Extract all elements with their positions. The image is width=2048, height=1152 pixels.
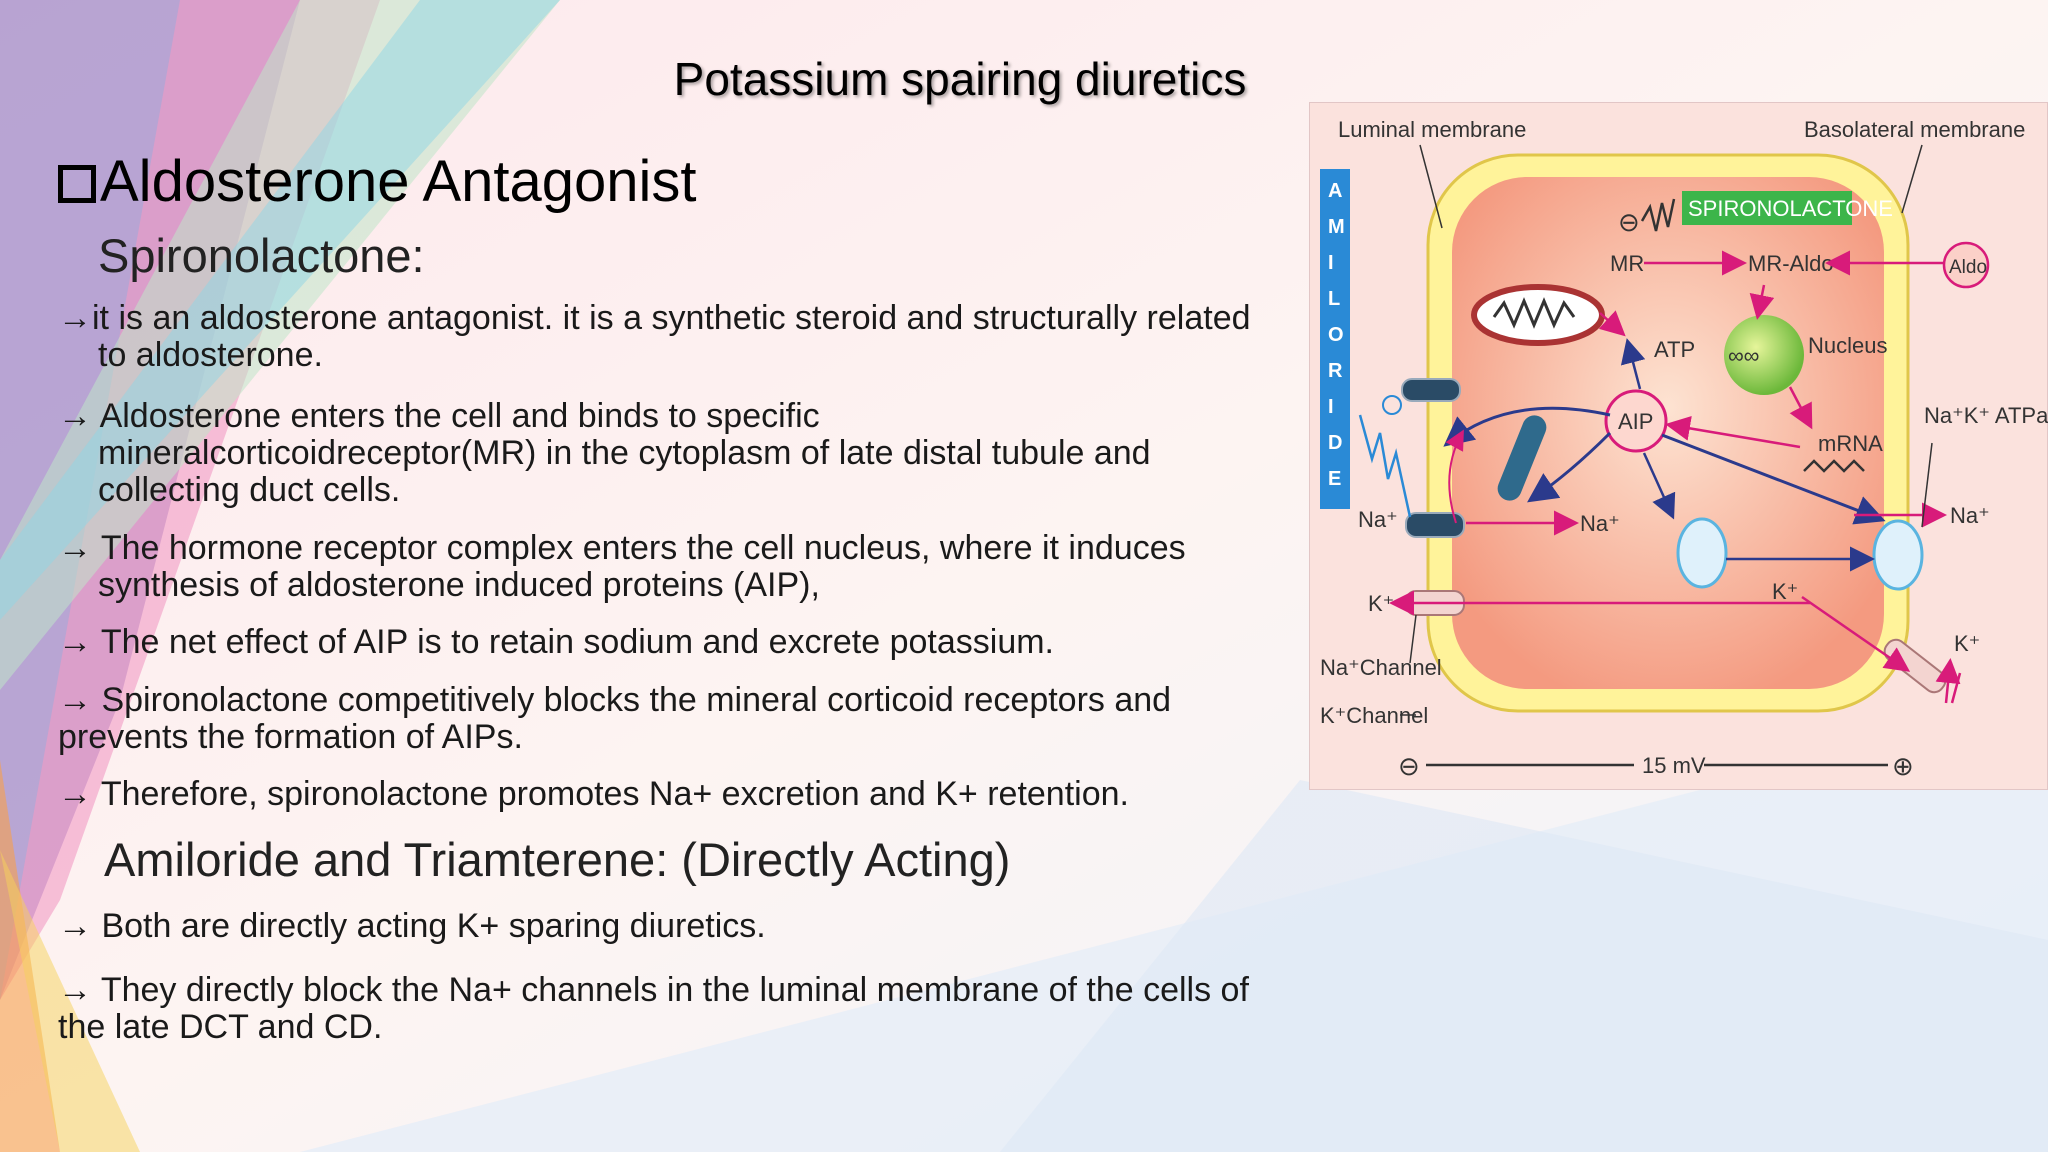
- voltage-label: 15 mV: [1642, 753, 1706, 778]
- amiloride-letter: I: [1328, 252, 1334, 274]
- bullet-text: Aldosterone enters the cell and binds to…: [92, 397, 820, 435]
- arrow-bullet-icon: →: [58, 907, 92, 945]
- bullet-text-continued: synthesis of aldosterone induced protein…: [98, 566, 820, 604]
- bullet-text-continued: the late DCT and CD.: [58, 1008, 383, 1046]
- aldo-circle: [1942, 241, 1990, 289]
- slide-title: Potassium spairing diuretics: [673, 53, 1247, 105]
- atpase-label: Na⁺K⁺ ATPase: [1924, 403, 2048, 428]
- bullet-text: Spironolactone competitively blocks the …: [92, 681, 1172, 719]
- pump-center: [1676, 517, 1728, 589]
- amiloride-letter: I: [1328, 396, 1334, 418]
- subheading-spironolactone: Spironolactone:: [98, 229, 425, 282]
- bullets2-item: → Both are directly acting K+ sparing di…: [58, 908, 1308, 945]
- arrow-bullet-icon: →: [58, 971, 92, 1009]
- bullets-item: → Therefore, spironolactone promotes Na+…: [58, 776, 1308, 813]
- spironolactone-box: [1682, 191, 1852, 225]
- bullet-text-continued: prevents the formation of AIPs.: [58, 718, 523, 756]
- amiloride-letter: L: [1328, 288, 1340, 310]
- spironolactone-label: SPIRONOLACTONE: [1688, 196, 1893, 221]
- bullet-text-continued: collecting duct cells.: [98, 471, 401, 509]
- bullets-item: →it is an aldosterone antagonist. it is …: [58, 300, 1308, 374]
- amiloride-letter: R: [1328, 360, 1343, 382]
- na-cell-label: Na⁺: [1580, 511, 1620, 536]
- section-heading: Aldosterone Antagonist: [58, 148, 697, 215]
- tilted-channel: [1497, 415, 1547, 501]
- bullet-text: The hormone receptor complex enters the …: [92, 529, 1186, 567]
- na-right-label: Na⁺: [1950, 503, 1990, 528]
- arrow-bullet-icon: →: [58, 529, 92, 567]
- amiloride-letter: E: [1328, 468, 1341, 490]
- mr-aldo-label: MR-Aldo: [1748, 251, 1834, 276]
- arrow-bullet-icon: →: [58, 681, 92, 719]
- subheading-amiloride: Amiloride and Triamterene: (Directly Act…: [104, 833, 1011, 886]
- bullet-text: Therefore, spironolactone promotes Na+ e…: [92, 775, 1129, 813]
- mrna-label: mRNA: [1818, 431, 1883, 456]
- nucleus-label: Nucleus: [1808, 333, 1887, 358]
- bullet-text: Both are directly acting K+ sparing diur…: [92, 907, 766, 945]
- k-left-label: K⁺: [1368, 591, 1394, 616]
- bullets-item: → The net effect of AIP is to retain sod…: [58, 624, 1308, 661]
- arrow-bullet-icon: →: [58, 775, 92, 813]
- na-channel: [1405, 512, 1465, 538]
- na-left-label: Na⁺: [1358, 507, 1398, 532]
- svg-text:∞∞: ∞∞: [1728, 343, 1759, 368]
- k-cell-label: K⁺: [1772, 579, 1798, 604]
- channel-top: [1401, 378, 1461, 402]
- atp-label: ATP: [1654, 337, 1695, 362]
- bullets-item: → Spironolactone competitively blocks th…: [58, 682, 1308, 756]
- bullets2-item: → They directly block the Na+ channels i…: [58, 972, 1308, 1046]
- mr-label: MR: [1610, 251, 1644, 276]
- pump-basolateral: [1872, 519, 1924, 591]
- bullet-text-continued: mineralcorticoidreceptor(MR) in the cyto…: [98, 434, 1151, 472]
- inhibit-icon: ⊖: [1618, 207, 1640, 237]
- luminal-membrane-label: Luminal membrane: [1338, 117, 1526, 142]
- amiloride-letter: M: [1328, 216, 1345, 238]
- voltage-plus-icon: ⊕: [1892, 751, 1914, 781]
- bullet-text: The net effect of AIP is to retain sodiu…: [92, 623, 1054, 661]
- arrow-bullet-icon: →: [58, 299, 92, 337]
- bullet-text-continued: to aldosterone.: [98, 336, 323, 374]
- basolateral-membrane-label: Basolateral membrane: [1804, 117, 2025, 142]
- arrow-bullet-icon: →: [58, 397, 92, 435]
- arrow-bullet-icon: →: [58, 623, 92, 661]
- amiloride-letter: O: [1328, 324, 1344, 346]
- k-right-label: K⁺: [1954, 631, 1980, 656]
- amiloride-bar: [1320, 169, 1350, 509]
- nucleus: [1724, 315, 1804, 395]
- aldo-label: Aldo: [1949, 257, 1987, 278]
- voltage-minus-icon: ⊖: [1398, 751, 1420, 781]
- aip-label: AIP: [1618, 409, 1653, 434]
- section-heading-text: Aldosterone Antagonist: [100, 149, 697, 214]
- bullets-item: → The hormone receptor complex enters th…: [58, 530, 1308, 604]
- amiloride-letter: D: [1328, 432, 1342, 454]
- amiloride-letter: A: [1328, 180, 1342, 202]
- checkbox-bullet-icon: [58, 165, 96, 203]
- bullets-item: → Aldosterone enters the cell and binds …: [58, 398, 1308, 509]
- bullet-text: it is an aldosterone antagonist. it is a…: [92, 299, 1251, 337]
- bullet-text: They directly block the Na+ channels in …: [92, 971, 1249, 1009]
- na-channel-label: Na⁺Channel: [1320, 655, 1442, 680]
